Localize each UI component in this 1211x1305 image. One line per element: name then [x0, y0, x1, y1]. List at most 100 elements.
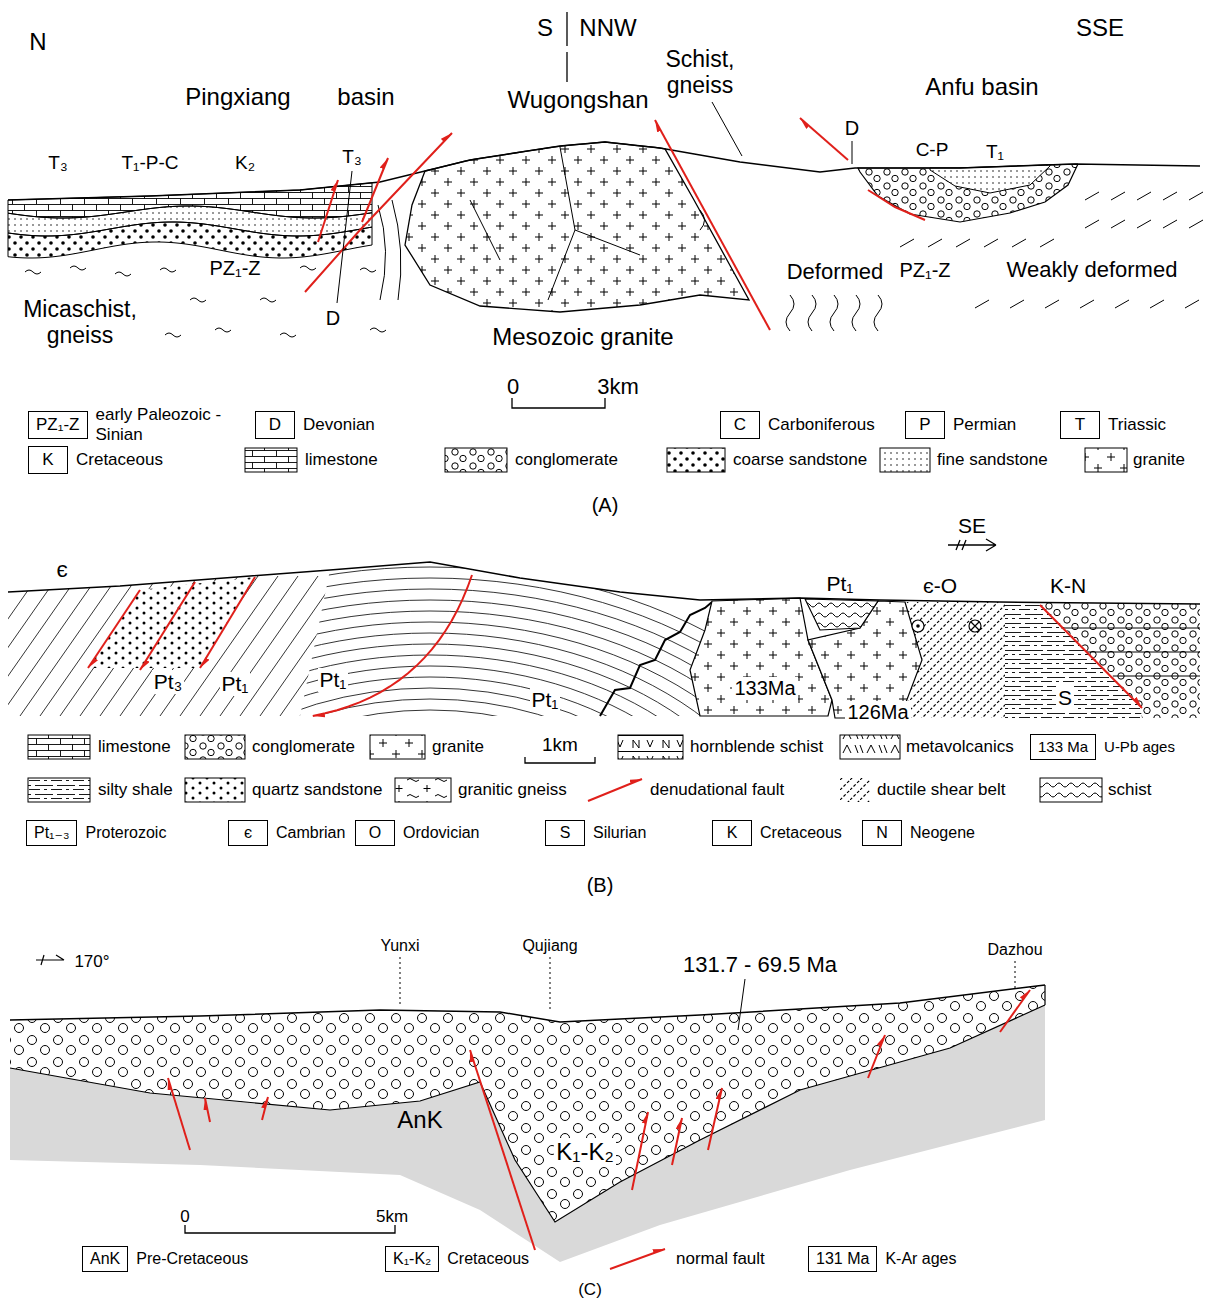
cleavage-mark	[1085, 192, 1099, 200]
schist-mark	[160, 268, 176, 272]
strata-line	[0, 576, 78, 716]
cleavage-mark	[1085, 220, 1099, 228]
granite-crack	[470, 200, 500, 260]
unit-code: P	[905, 411, 945, 439]
section-label: є-O	[923, 574, 957, 598]
unit-description: K-Ar ages	[885, 1249, 956, 1268]
cleavage-mark	[1150, 300, 1164, 308]
legend-pattern-sample	[245, 448, 297, 472]
unit-description: Cretaceous	[76, 450, 163, 470]
section-label: (A)	[592, 494, 619, 517]
schist-mark	[215, 328, 231, 332]
legend-unit-box: K Cretaceous	[28, 446, 163, 474]
leader-line	[712, 102, 742, 156]
legend-pattern-sample	[618, 735, 683, 759]
section-label: (B)	[587, 874, 614, 897]
shear-sense-symbol	[969, 620, 981, 632]
normal-fault-line	[168, 1078, 190, 1150]
schist-mark	[25, 270, 41, 274]
section-label: Pt₃	[152, 670, 184, 694]
unit-code: C	[720, 411, 760, 439]
legend-sample	[370, 735, 425, 759]
legend-text: ductile shear belt	[877, 780, 1006, 800]
section-label: SSE	[1076, 14, 1124, 42]
section-label: Weakly deformed	[1007, 257, 1178, 282]
section-label: 5km	[376, 1207, 408, 1227]
legend-pattern-sample	[1040, 778, 1102, 802]
section-label: K₂	[235, 152, 255, 174]
unit-code: O	[355, 820, 395, 846]
quartz-sandstone-layer	[88, 577, 255, 668]
layer-ground	[88, 577, 255, 668]
location-tick	[1015, 961, 1016, 990]
unit-code: Pt₁₋₃	[26, 820, 77, 846]
fault-line	[88, 590, 140, 668]
unit-code: 133 Ma	[1030, 734, 1096, 759]
legend-sample	[588, 779, 642, 801]
section-label: C-P	[916, 139, 949, 161]
leader-line	[852, 141, 853, 164]
section-divider	[566, 12, 567, 46]
legend-sample	[610, 1249, 665, 1269]
unit-code: K₁-K₂	[385, 1246, 439, 1272]
normal-fault-line	[632, 1112, 648, 1190]
cleavage-mark	[1137, 220, 1151, 228]
section-label: N	[29, 28, 46, 56]
bedding-line	[1061, 628, 1200, 629]
section-label: T₁	[986, 141, 1004, 163]
normal-fault-line	[708, 1088, 722, 1150]
fold-line	[830, 295, 838, 331]
coarse-sandstone-layer	[8, 222, 372, 258]
schist-mark	[360, 268, 376, 272]
section-label: 3km	[597, 374, 639, 399]
section-label: Pt₁	[827, 572, 854, 596]
legend-unit-box: O Ordovician	[355, 820, 479, 846]
legend-unit-box: SSilurian	[545, 820, 646, 846]
section-label: S	[537, 14, 553, 42]
ground-surface	[10, 985, 1045, 1022]
schist-mark	[370, 328, 386, 332]
fault-line	[362, 158, 388, 222]
legend-unit-box: єCambrian	[228, 820, 345, 846]
legend-pattern-sample	[840, 735, 900, 759]
fault-line	[655, 120, 770, 330]
legend-text: denudational fault	[650, 780, 784, 800]
schist-mark	[70, 266, 86, 270]
granite-crack	[548, 147, 575, 300]
legend-text: limestone	[98, 737, 171, 757]
unit-code: K	[28, 446, 68, 474]
schist-mark	[260, 298, 276, 302]
section-label: Yunxi	[380, 937, 419, 955]
foliation-line	[378, 205, 386, 300]
schist-mark	[190, 298, 206, 302]
cleavage-mark	[1189, 220, 1203, 228]
legend-sample	[28, 778, 90, 802]
schist-mark	[115, 272, 131, 276]
legend-sample	[880, 448, 930, 472]
strata-line	[280, 576, 378, 716]
unit-description: Neogene	[910, 823, 975, 842]
unit-description: Proterozoic	[85, 823, 166, 842]
fold-line	[852, 295, 860, 331]
fold-line	[786, 295, 794, 331]
section-label: 131.7 - 69.5 Ma	[683, 952, 837, 977]
legend-unit-box: PZ₁-Zearly Paleozoic - Sinian	[28, 405, 231, 446]
unit-description: Ordovician	[403, 823, 479, 842]
legend-unit-box: N Neogene	[862, 820, 975, 846]
bedding-line	[1087, 652, 1200, 653]
legend-text: granite	[432, 737, 484, 757]
section-label: 1km	[542, 734, 578, 756]
legend-pattern-sample	[1085, 448, 1127, 472]
unit-code: N	[862, 820, 902, 846]
shear-sense-symbol	[912, 620, 924, 632]
legend-sample	[28, 735, 90, 759]
scale-bar	[512, 398, 605, 408]
cleavage-mark	[1010, 300, 1024, 308]
unit-description: early Paleozoic - Sinian	[96, 405, 231, 446]
section-label: є	[56, 557, 67, 582]
leader-line	[566, 52, 567, 82]
legend-unit-box: TTriassic	[1060, 411, 1166, 439]
legend-text: metavolcanics	[906, 737, 1014, 757]
legend-unit-box: Pt₁₋₃ Proterozoic	[26, 820, 166, 846]
section-label: Qujiang	[522, 937, 577, 955]
